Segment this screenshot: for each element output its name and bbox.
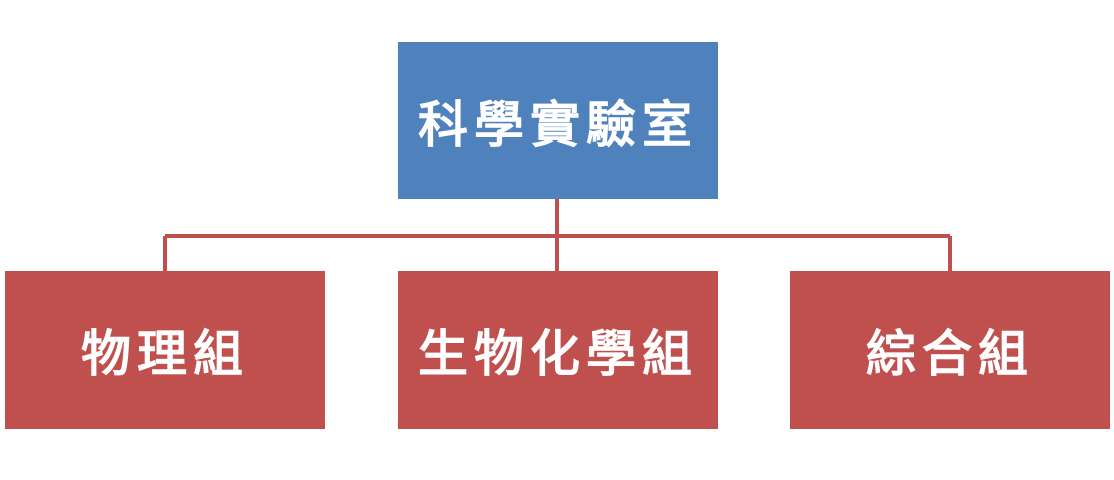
- child-node-physics: 物理組: [5, 271, 325, 429]
- child-node-label: 物理組: [81, 324, 249, 383]
- child-node-label: 生物化學組: [418, 324, 698, 383]
- root-node-label: 科學實驗室: [418, 94, 698, 154]
- root-node-science-lab: 科學實驗室: [398, 42, 718, 199]
- child-node-label: 綜合組: [866, 324, 1034, 383]
- child-node-general: 綜合組: [790, 271, 1110, 429]
- child-node-biochemistry: 生物化學組: [398, 271, 718, 429]
